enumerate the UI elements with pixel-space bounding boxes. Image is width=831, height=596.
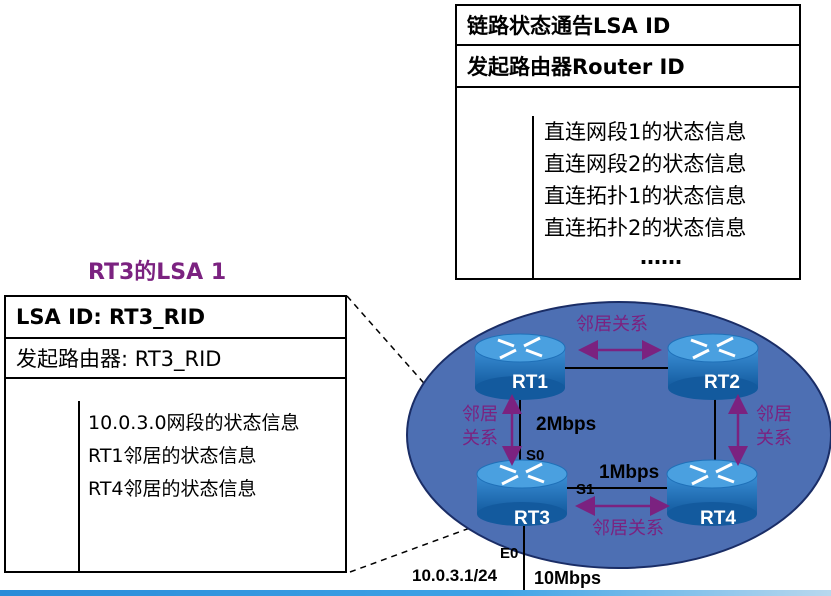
lsa-template-box: 链路状态通告LSA ID 发起路由器Router ID 直连网段1的状态信息 直… [455,4,801,280]
rt3-lsa-id-label: LSA ID: RT3_RID [16,305,206,329]
neighbor-right-label-2: 关系 [756,428,792,449]
rt3-label: RT3 [514,508,550,529]
state-item: 直连拓扑2的状态信息 [544,216,747,240]
state-item: 直连网段1的状态信息 [544,120,747,144]
rt2-label: RT2 [704,372,740,393]
router-rt3[interactable] [476,459,568,526]
s0-label: S0 [526,447,544,464]
neighbor-bottom-label: 邻居关系 [592,518,664,539]
bottom-decor-bar [0,590,831,596]
router-rt4[interactable] [666,459,758,526]
rt3-lsa-box: LSA ID: RT3_RID 发起路由器: RT3_RID 10.0.3.0网… [4,295,347,573]
state-item-ellipsis: …… [640,245,682,269]
neighbor-right-label-1: 邻居 [756,404,792,425]
lsa-id-row: 链路状态通告LSA ID [457,6,799,46]
rt4-label: RT4 [700,508,736,529]
lsa-id-label: 链路状态通告LSA ID [467,14,671,38]
router-id-row: 发起路由器Router ID [457,46,799,88]
e0-label: E0 [500,545,518,562]
link-1m-label: 1Mbps [599,462,659,483]
router-id-label: 发起路由器Router ID [467,55,685,79]
rt3-state-item: RT1邻居的状态信息 [88,445,257,467]
s1-label: S1 [576,481,594,498]
rt3-router-label: 发起路由器: RT3_RID [16,347,222,371]
rt1-label: RT1 [512,372,548,393]
neighbor-top-label: 邻居关系 [576,314,648,335]
neighbor-left-label-1: 邻居 [462,404,498,425]
rt3-router-row: 发起路由器: RT3_RID [6,339,345,379]
rt3-lsa-id-row: LSA ID: RT3_RID [6,297,345,339]
ip-label: 10.0.3.1/24 [412,566,498,585]
rt3-state-list: 10.0.3.0网段的状态信息 RT1邻居的状态信息 RT4邻居的状态信息 [78,401,345,571]
neighbor-left-label-2: 关系 [462,428,498,449]
rt3-state-item: 10.0.3.0网段的状态信息 [88,412,300,434]
router-rt1[interactable] [474,333,566,400]
state-item: 直连网段2的状态信息 [544,152,747,176]
rt3-state-item: RT4邻居的状态信息 [88,478,257,500]
link-10m-label: 10Mbps [534,568,601,588]
state-item: 直连拓扑1的状态信息 [544,184,747,208]
link-2m-label: 2Mbps [536,414,596,435]
lsa-title: RT3的LSA 1 [88,260,227,285]
state-info-list: 直连网段1的状态信息 直连网段2的状态信息 直连拓扑1的状态信息 直连拓扑2的状… [532,116,799,278]
